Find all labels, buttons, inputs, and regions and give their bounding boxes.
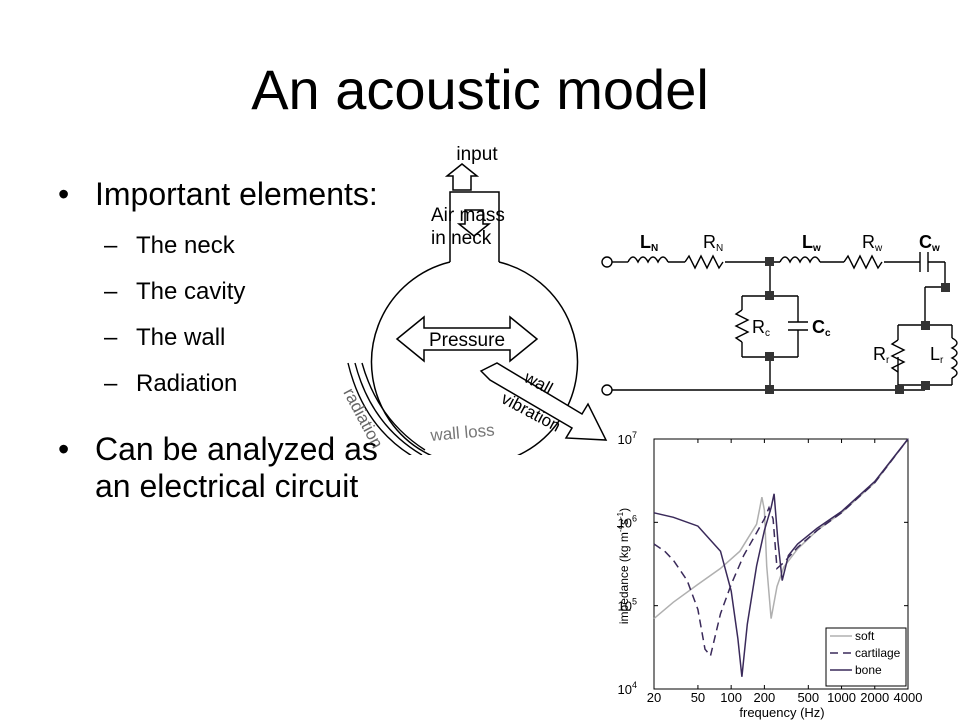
sub-bullet-text: The wall — [136, 324, 226, 351]
label-L-N: LN — [640, 232, 658, 254]
series-group — [653, 438, 909, 677]
dash-marker: – — [104, 278, 118, 305]
sub-bullet-text: The cavity — [136, 278, 246, 305]
wall-vibration-arrow-icon — [479, 362, 608, 441]
bullet-electrical-circuit: • Can be analyzed as an electrical circu… — [58, 431, 398, 505]
bullet-marker: • — [58, 431, 70, 467]
x-tick-label: 50 — [691, 690, 705, 705]
x-axis-label: frequency (Hz) — [739, 705, 824, 720]
input-arrow-icon — [444, 163, 492, 237]
sub-bullet-text: The neck — [136, 232, 235, 259]
legend-label-bone: bone — [855, 663, 882, 677]
junction-nodes — [765, 257, 950, 394]
pressure-arrow-icon — [395, 315, 539, 363]
slide-title: An acoustic model — [251, 58, 709, 121]
pressure-label: Pressure — [429, 330, 505, 351]
series-line-cartilage — [653, 438, 909, 658]
neck-shape — [449, 191, 500, 262]
acoustic-model-diagram: input Air mass in neck Pressure radiatio… — [339, 144, 608, 455]
cavity-circle — [370, 261, 579, 455]
label-C-w: Cw — [919, 232, 940, 254]
y-tick-label: 105 — [618, 597, 637, 614]
label-R-r: Rr — [873, 344, 890, 366]
input-label: input — [456, 144, 498, 165]
input-terminal-bottom — [601, 384, 613, 396]
legend-label-cartilage: cartilage — [855, 646, 901, 660]
chart-legend: soft cartilage bone — [825, 627, 907, 687]
y-tick-label: 107 — [618, 430, 637, 447]
radiation-label: radiation — [339, 385, 386, 452]
sub-bullet-neck: –The neck — [104, 223, 398, 269]
x-tick-label: 100 — [720, 690, 742, 705]
label-C-c: Cc — [812, 317, 831, 339]
axis-ticks: 20 50 100 200 500 1000 2000 4000 104 105 106 107 — [618, 430, 923, 705]
in-neck-label: in neck — [431, 228, 492, 249]
sub-bullet-wall: –The wall — [104, 315, 398, 361]
dash-marker: – — [104, 370, 118, 397]
x-tick-label: 200 — [754, 690, 776, 705]
label-R-c: Rc — [752, 317, 770, 339]
bullet-important-elements: • Important elements: — [58, 176, 398, 213]
dash-marker: – — [104, 324, 118, 351]
equivalent-circuit-diagram: LN RN Lw Rw Cw Rc Cc Rr Lr — [601, 232, 958, 396]
label-L-w: Lw — [802, 232, 821, 254]
bullet-marker: • — [58, 176, 70, 212]
y-axis-label: impedance (kg m-4s-1) — [616, 508, 631, 624]
input-terminal-top — [601, 256, 613, 268]
x-tick-label: 4000 — [894, 690, 923, 705]
series-line-bone — [653, 438, 909, 677]
x-tick-label: 2000 — [860, 690, 889, 705]
air-mass-label: Air mass — [431, 205, 505, 226]
sub-bullet-cavity: –The cavity — [104, 269, 398, 315]
impedance-chart: 20 50 100 200 500 1000 2000 4000 104 105 106 107 fr… — [616, 430, 923, 720]
bullet-list: • Important elements: –The neck –The cav… — [58, 176, 398, 505]
radiation-waves-icon — [347, 362, 426, 455]
y-tick-label: 104 — [618, 680, 637, 697]
bullet-text: Important elements: — [95, 176, 378, 212]
label-L-r: Lr — [930, 344, 944, 366]
sub-bullet-text: Radiation — [136, 370, 238, 397]
wall-loss-label: wall loss — [429, 420, 496, 445]
label-R-N: RN — [703, 232, 723, 254]
legend-label-soft: soft — [855, 629, 875, 643]
bullet-text: Can be analyzed as an electrical circuit — [95, 431, 378, 504]
label-R-w: Rw — [862, 232, 883, 254]
x-tick-label: 1000 — [827, 690, 856, 705]
sub-bullet-radiation: –Radiation — [104, 361, 398, 407]
y-tick-label: 106 — [618, 513, 637, 530]
x-tick-label: 500 — [797, 690, 819, 705]
dash-marker: – — [104, 232, 118, 259]
x-tick-label: 20 — [647, 690, 661, 705]
sub-bullet-list: –The neck –The cavity –The wall –Radiati… — [104, 223, 398, 407]
